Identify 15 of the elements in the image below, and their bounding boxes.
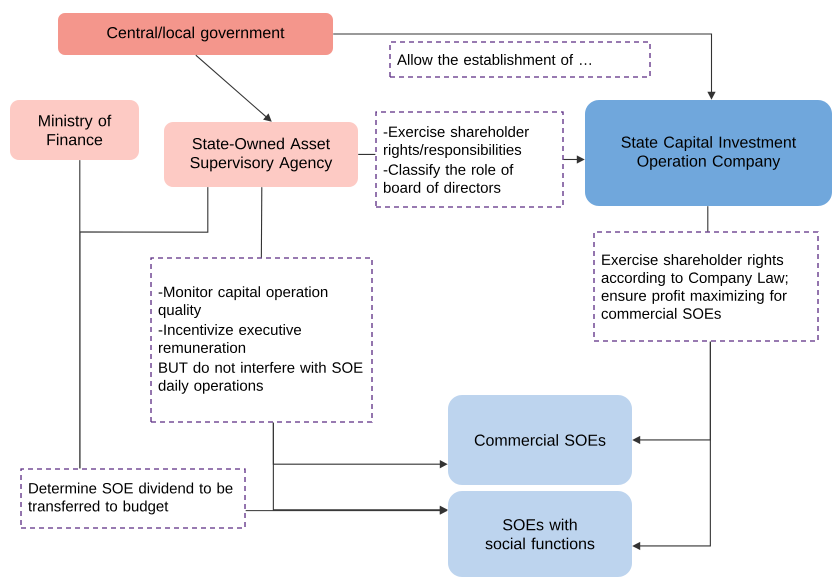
note-box: Exercise shareholder rights according to Company Law; ensure profit maximizing for commercial SOEs: [593, 231, 819, 342]
note-box: -Exercise shareholder rights/responsibilities -Classify the role of board of directors: [375, 111, 564, 208]
note-box: Allow the establishment of …: [389, 41, 651, 78]
ministry-box: Ministry of Finance: [10, 100, 139, 160]
agency-box: State-Owned Asset Supervisory Agency: [164, 122, 358, 187]
connector-line: [358, 154, 376, 156]
company-box: State Capital Investment Operation Company: [585, 100, 832, 206]
connector-line: [79, 187, 208, 468]
connector-line: [260, 187, 262, 258]
note-box: Determine SOE dividend to be transferred to budget: [20, 468, 246, 529]
government-box: Central/local government: [58, 13, 333, 55]
note-box: -Monitor capital operation quality -Incentivize executive remuneration BUT do not interfere with SOE daily operations: [150, 257, 373, 423]
enterprise-box: Commercial SOEs: [448, 394, 632, 485]
enterprise-box: SOEs with social functions: [448, 490, 632, 577]
connector-line: [707, 206, 708, 232]
